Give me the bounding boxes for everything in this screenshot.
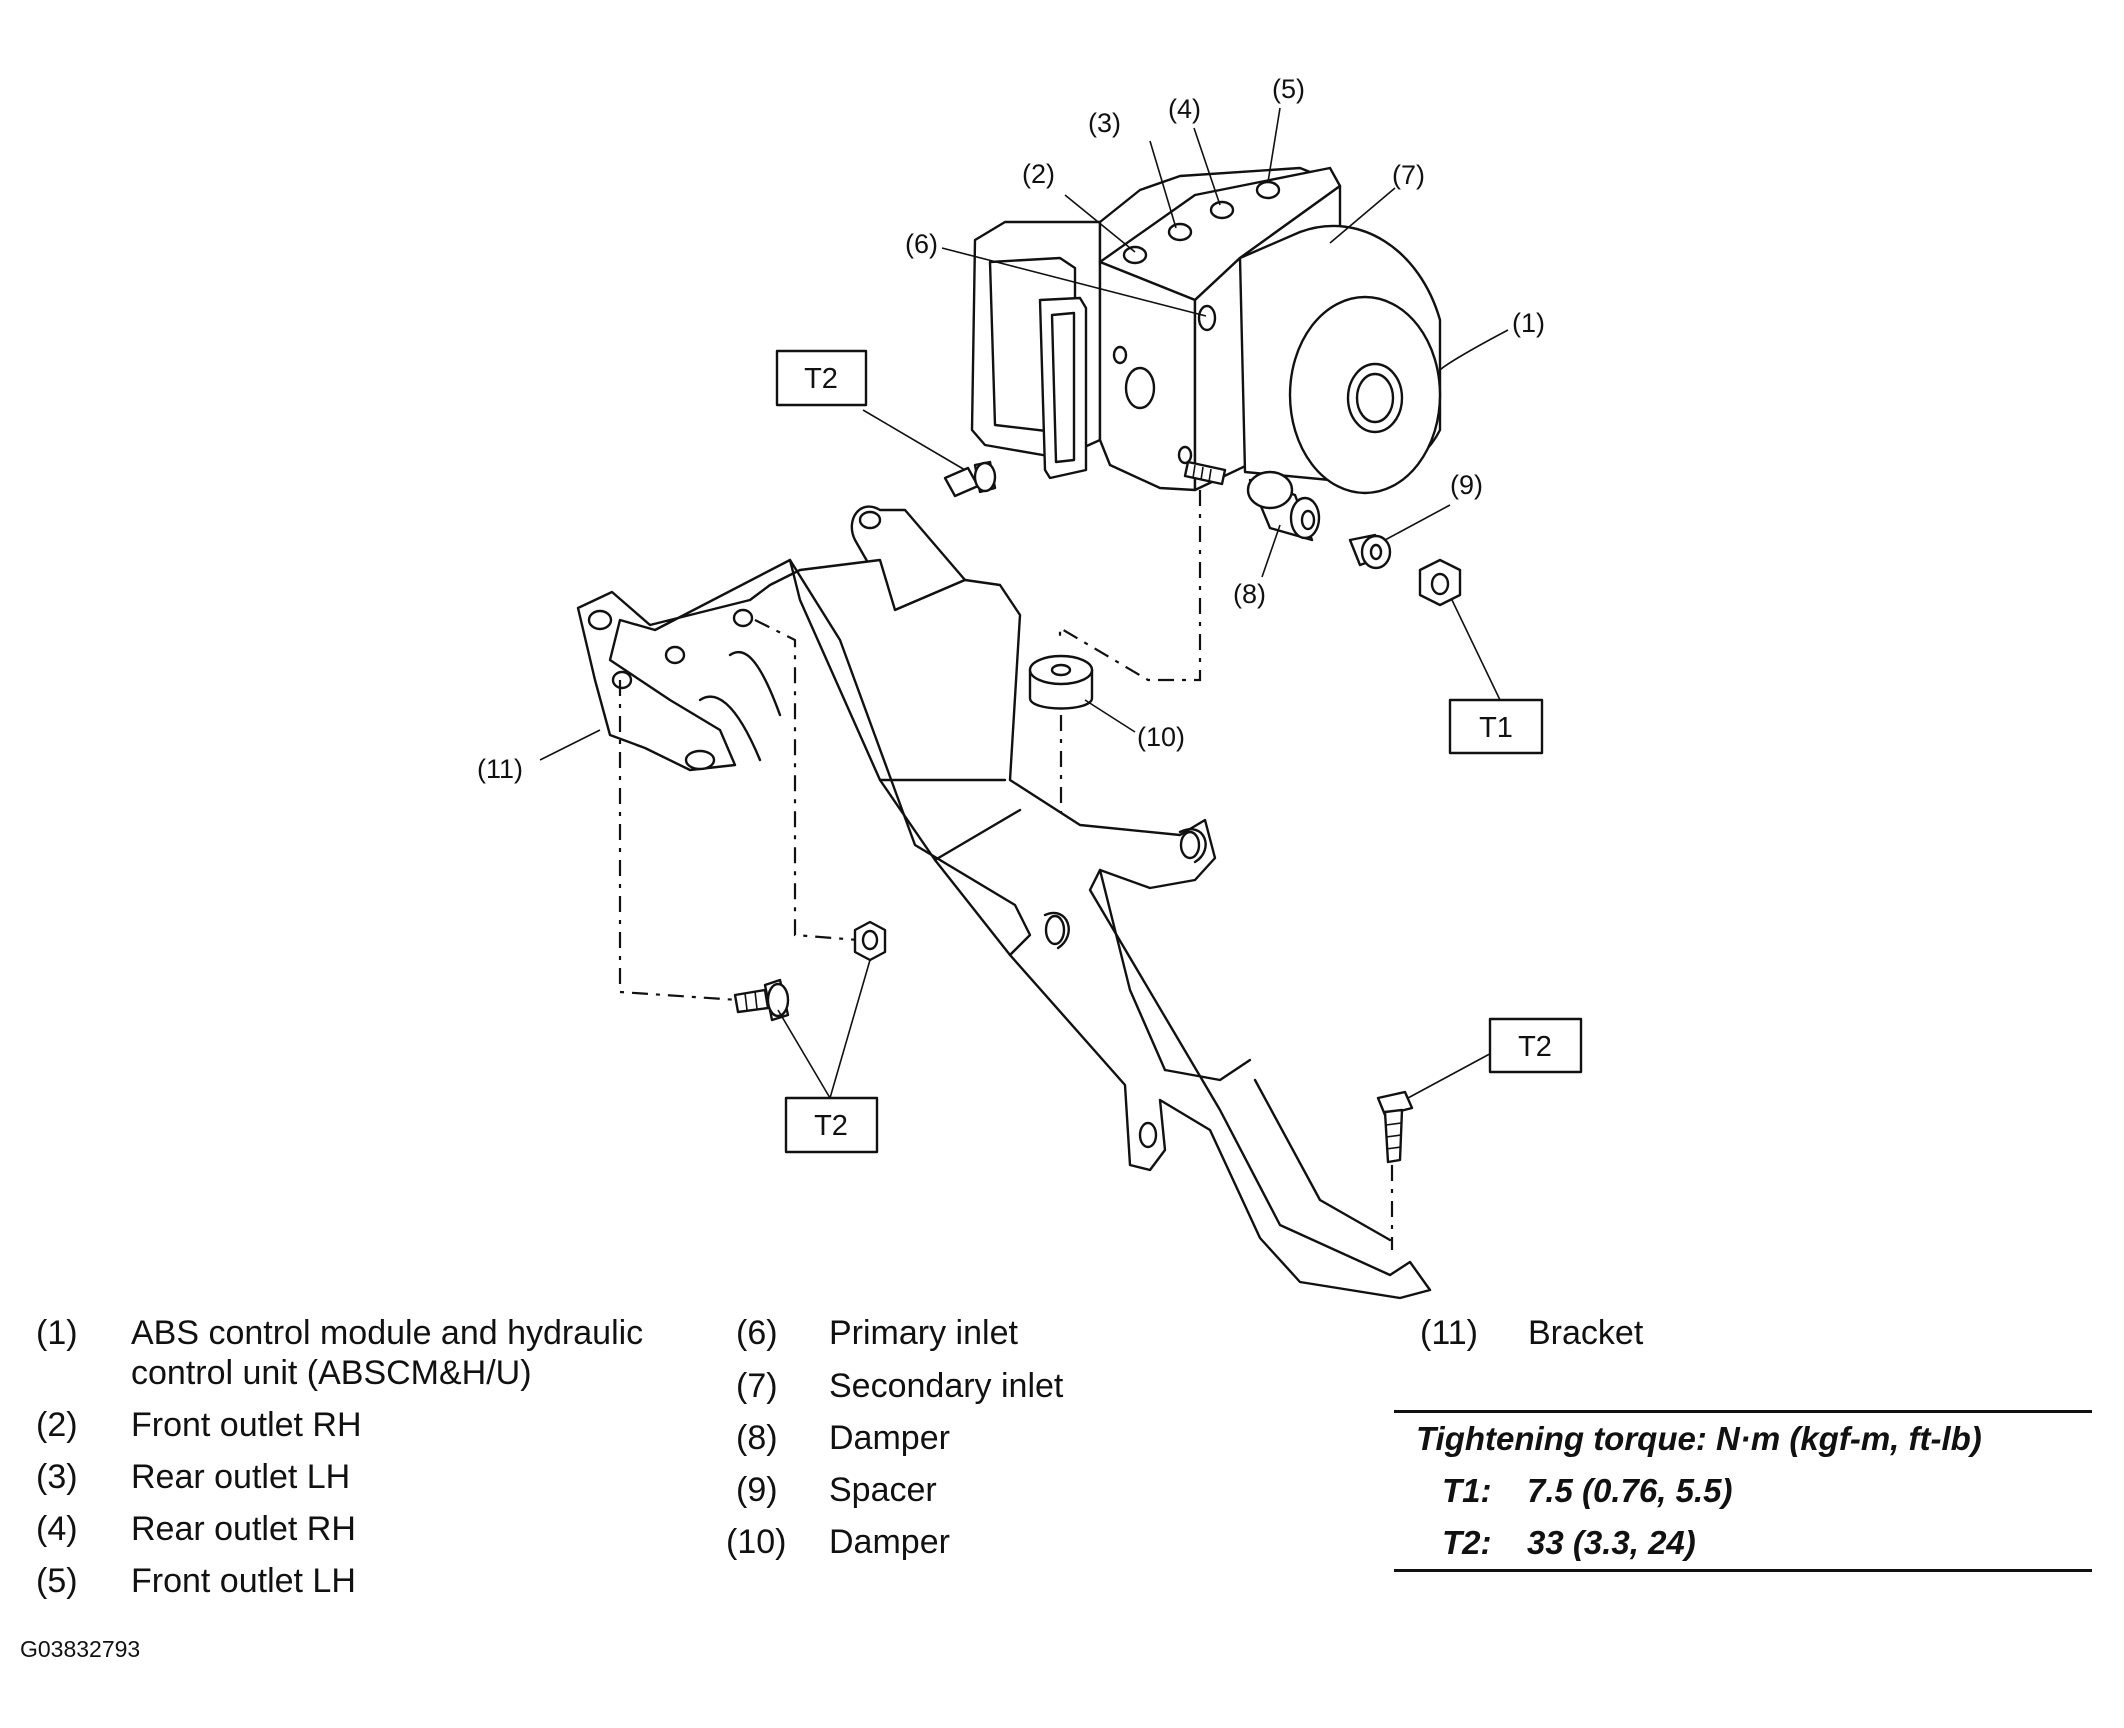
torque-box-label: T2 xyxy=(814,1110,848,1142)
torque-row-t2: T2: 33 (3.3, 24) xyxy=(1394,1517,2092,1569)
bolt-alignment-line-left xyxy=(618,680,739,1002)
bracket-11 xyxy=(576,505,1432,1300)
torque-value: 7.5 (0.76, 5.5) xyxy=(1527,1472,1733,1509)
mounting-stud xyxy=(1183,460,1227,486)
bolt-t2-upper xyxy=(943,460,997,498)
torque-row-t1: T1: 7.5 (0.76, 5.5) xyxy=(1394,1465,2092,1517)
nut-alignment-line-left xyxy=(754,619,859,942)
callout-6: (6) xyxy=(905,229,938,259)
callout-7: (7) xyxy=(1392,160,1425,190)
legend-text: Bracket xyxy=(1528,1314,1644,1352)
callout-8: (8) xyxy=(1233,579,1266,609)
abs-hydraulic-unit xyxy=(970,166,1442,495)
legend-number: (9) xyxy=(736,1471,778,1509)
damper-10 xyxy=(1028,654,1094,710)
callout-1: (1) xyxy=(1512,308,1545,338)
torque-box-label: T2 xyxy=(804,363,838,395)
torque-key: T1: xyxy=(1442,1472,1492,1509)
callout-labels: (1) (2) (3) (4) (5) (6) (7) (8) (9) (10)… xyxy=(477,74,1545,784)
callout-2: (2) xyxy=(1022,159,1055,189)
flange-nut-t1 xyxy=(1418,558,1462,607)
torque-box-t2-right: T2 xyxy=(1488,1017,1583,1074)
legend-number: (10) xyxy=(726,1523,787,1561)
spacer-9 xyxy=(1348,533,1392,570)
legend-text: ABS control module and hydraulic control… xyxy=(131,1314,644,1392)
legend-number: (1) xyxy=(36,1314,78,1352)
bolt-t2-lower-left xyxy=(733,978,790,1022)
legend-number: (11) xyxy=(1420,1314,1478,1352)
legend-number: (6) xyxy=(736,1314,778,1352)
legend-text: Primary inlet xyxy=(829,1314,1018,1352)
figure-id: G03832793 xyxy=(20,1636,141,1662)
tightening-torque-table: Tightening torque: N·m (kgf-m, ft-lb) T1… xyxy=(1394,1410,2092,1572)
legend-text: Front outlet RH xyxy=(131,1406,362,1444)
callout-10: (10) xyxy=(1137,722,1185,752)
torque-value: 33 (3.3, 24) xyxy=(1527,1524,1696,1561)
legend-number: (5) xyxy=(36,1562,78,1600)
callout-3: (3) xyxy=(1088,108,1121,138)
legend-text: Damper xyxy=(829,1523,950,1561)
legend-text: Secondary inlet xyxy=(829,1367,1064,1405)
bolt-t2-right xyxy=(1376,1090,1414,1164)
callout-4: (4) xyxy=(1168,94,1201,124)
legend-number: (3) xyxy=(36,1458,78,1496)
nut-t2-lower-left xyxy=(853,920,887,962)
legend-text: Damper xyxy=(829,1419,950,1457)
torque-key: T2: xyxy=(1442,1524,1492,1561)
legend-text: Rear outlet RH xyxy=(131,1510,356,1548)
torque-box-label: T2 xyxy=(1518,1031,1552,1063)
callout-11: (11) xyxy=(477,754,523,784)
torque-box-t2-upper: T2 xyxy=(775,349,868,407)
legend-text: Front outlet LH xyxy=(131,1562,356,1600)
legend-text: Rear outlet LH xyxy=(131,1458,351,1496)
leader-lines xyxy=(539,107,1509,1099)
torque-table-title: Tightening torque: N·m (kgf-m, ft-lb) xyxy=(1416,1420,1982,1457)
legend-number: (7) xyxy=(736,1367,778,1405)
legend-text: Spacer xyxy=(829,1471,937,1509)
legend-number: (2) xyxy=(36,1406,78,1444)
damper-8 xyxy=(1246,470,1321,542)
torque-box-t1: T1 xyxy=(1448,698,1544,755)
torque-box-t2-lower-left: T2 xyxy=(784,1096,879,1154)
torque-box-label: T1 xyxy=(1479,712,1513,744)
callout-9: (9) xyxy=(1450,470,1483,500)
legend-number: (8) xyxy=(736,1419,778,1457)
damper-alignment-line xyxy=(1058,490,1202,682)
callout-5: (5) xyxy=(1272,74,1305,104)
legend-number: (4) xyxy=(36,1510,78,1548)
